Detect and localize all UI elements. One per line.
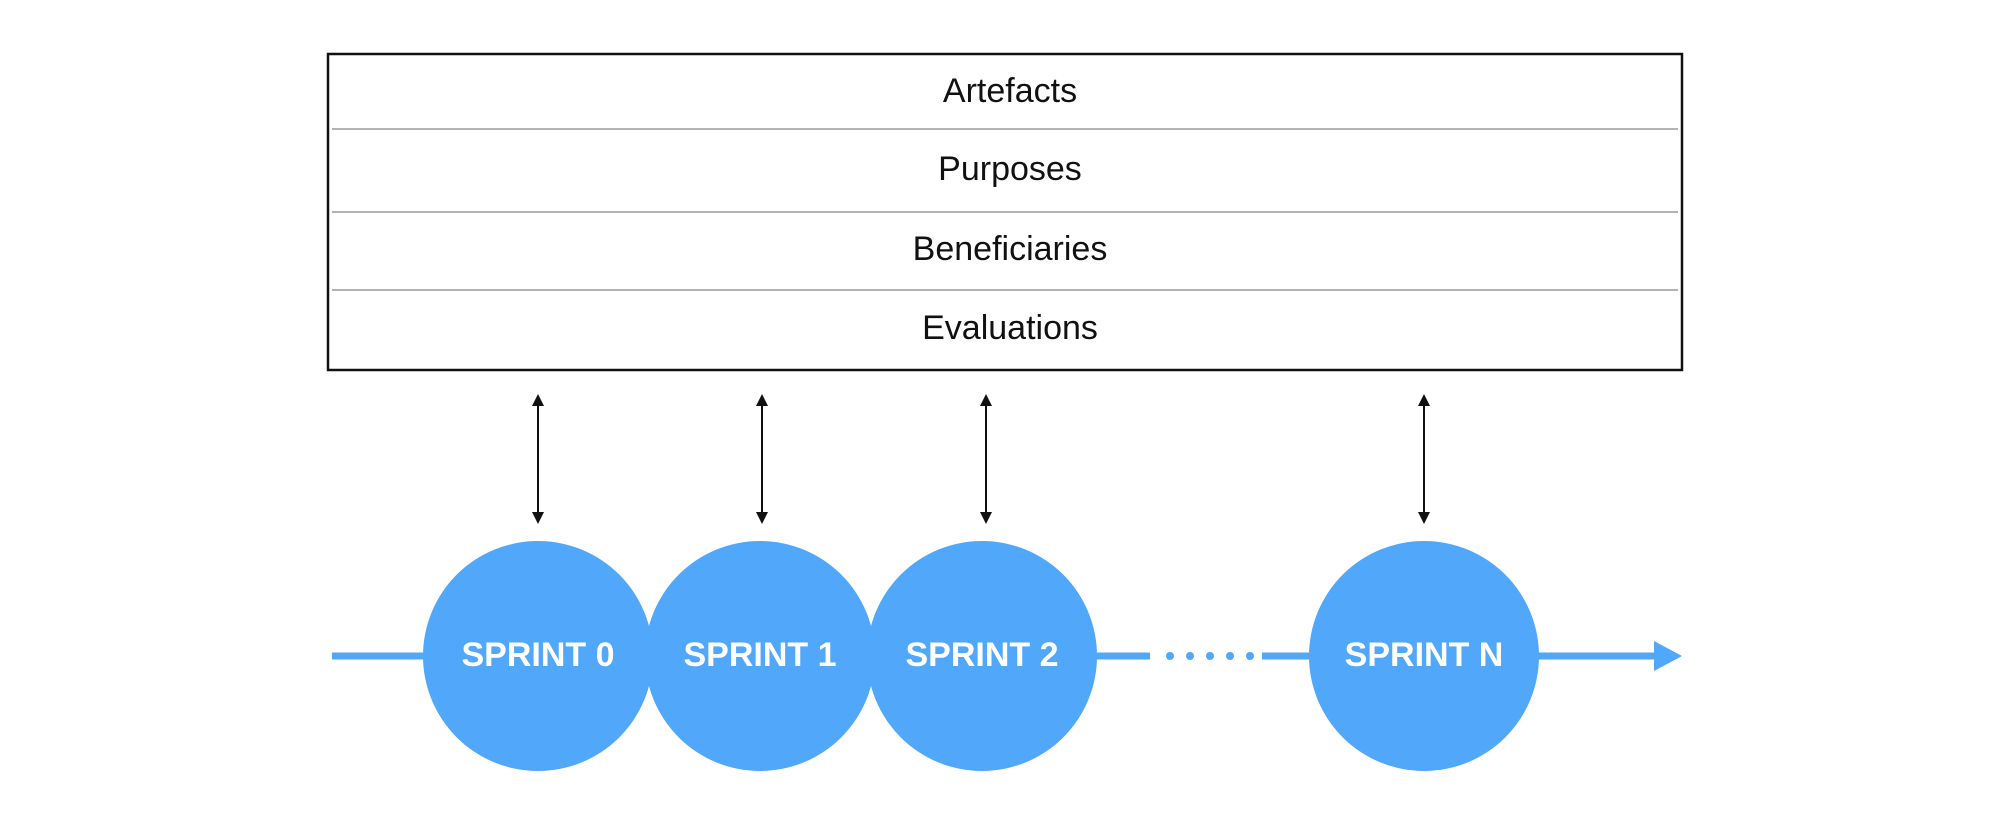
timeline: SPRINT 0 SPRINT 1 SPRINT 2 SPRINT N [332, 541, 1682, 771]
timeline-ellipsis [1166, 652, 1254, 660]
sprint-0-node [423, 541, 653, 771]
sprint-2-label: SPRINT 2 [905, 636, 1058, 674]
connector-arrows [532, 394, 1430, 524]
row-label-purposes: Purposes [938, 150, 1082, 188]
timeline-arrowhead [1654, 641, 1682, 671]
sprint-1-node [645, 541, 875, 771]
row-label-evaluations: Evaluations [922, 309, 1098, 347]
sprint-0-label: SPRINT 0 [461, 636, 614, 674]
sprint-2-node [867, 541, 1097, 771]
info-box: Artefacts Purposes Beneficiaries Evaluat… [326, 52, 1684, 372]
sprint-1-label: SPRINT 1 [683, 636, 836, 674]
row-label-beneficiaries: Beneficiaries [913, 230, 1108, 268]
sprint-n-label: SPRINT N [1345, 636, 1504, 674]
row-label-artefacts: Artefacts [943, 72, 1077, 110]
sprint-n-node [1309, 541, 1539, 771]
